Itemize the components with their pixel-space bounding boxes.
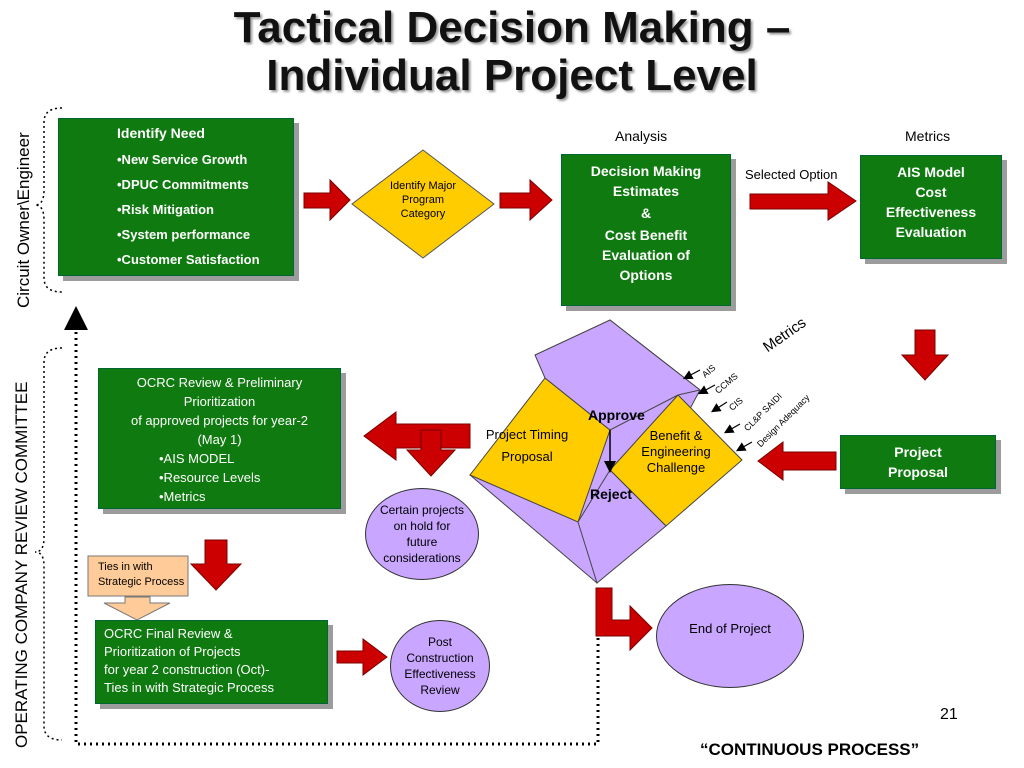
list-item: •Metrics	[159, 489, 206, 504]
reject-label: Reject	[590, 486, 633, 502]
footer-continuous-process: “CONTINUOUS PROCESS”	[700, 740, 920, 759]
ais-model-box: AIS Model Cost Effectiveness Evaluation	[860, 155, 1002, 259]
metrics-label: Metrics	[905, 128, 951, 144]
ocrc-review-box: OCRC Review & Preliminary Prioritization…	[98, 368, 341, 509]
analysis-label: Analysis	[615, 128, 668, 144]
diamond-category-shape	[351, 149, 495, 259]
arrow-hold-down	[405, 429, 457, 477]
identify-need-box: Identify Need •New Service Growth •DPUC …	[58, 118, 294, 276]
arrow-reject-to-end	[595, 587, 653, 652]
ties-box-shape	[87, 555, 189, 597]
arrow-proposal-left	[757, 440, 837, 482]
arrow-need-to-category	[303, 178, 351, 222]
bracket-bottom	[34, 347, 63, 741]
benefit-challenge-label: Benefit & Engineering Challenge	[641, 428, 711, 475]
identify-need-heading: Identify Need	[117, 125, 205, 141]
list-item: •New Service Growth	[117, 152, 248, 167]
identify-need-list: •New Service Growth •DPUC Commitments •R…	[117, 147, 293, 272]
project-timing-label: Project Timing Proposal	[485, 427, 569, 464]
page-title: Tactical Decision Making – Individual Pr…	[0, 4, 1024, 100]
end-of-project-circle: End of Project	[656, 584, 804, 688]
arrow-selected-option	[749, 181, 857, 221]
arrow-category-to-decision	[499, 178, 553, 222]
arrow-diamond-left	[363, 411, 471, 461]
ties-down-arrow	[103, 596, 171, 621]
list-item: •System performance	[117, 227, 251, 242]
ties-box-label: Ties in with Strategic Process	[98, 561, 185, 588]
arrow-to-post-review	[336, 638, 388, 676]
list-item: •Risk Mitigation	[117, 202, 214, 217]
list-item: •Resource Levels	[159, 470, 261, 485]
selected-option-label: Selected Option	[745, 167, 838, 182]
title-line-1: Tactical Decision Making –	[233, 3, 791, 52]
post-construction-circle: Post Construction Effectiveness Review	[390, 620, 490, 712]
page-number: 21	[940, 706, 958, 723]
list-item: •DPUC Commitments	[117, 177, 249, 192]
title-line-2: Individual Project Level	[266, 51, 758, 100]
diamond-category-label: Identify Major Program Category	[389, 180, 457, 220]
decision-making-box: Decision Making Estimates & Cost Benefit…	[561, 154, 731, 306]
side-label-committee: OPERATING COMPANY REVIEW COMMITTEE	[12, 381, 31, 748]
project-proposal-box: Project Proposal	[840, 435, 996, 489]
arrow-ais-down	[900, 329, 950, 381]
on-hold-circle: Certain projects on hold for future cons…	[365, 488, 479, 580]
approve-label: Approve	[588, 407, 645, 423]
list-item: •Customer Satisfaction	[117, 252, 260, 267]
side-label-engineer: Circuit Owner\Engineer	[14, 132, 33, 308]
list-item: •AIS MODEL	[159, 451, 235, 466]
arrow-review-down	[189, 539, 243, 591]
ocrc-final-box: OCRC Final Review & Prioritization of Pr…	[95, 620, 328, 704]
continuous-loop-line	[64, 306, 600, 746]
